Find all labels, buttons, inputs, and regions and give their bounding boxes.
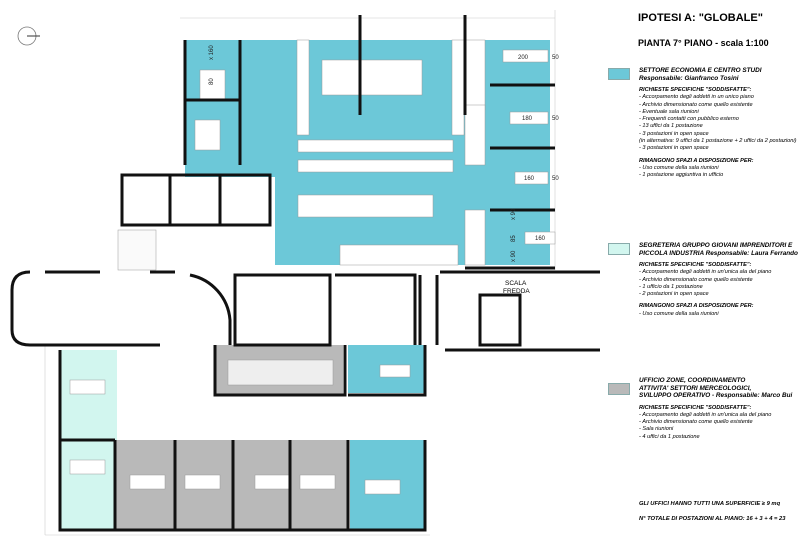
legend-line: RICHIESTE SPECIFICHE "SODDISFATTE": [639,262,752,268]
legend-line: 160 [535,236,546,242]
legend-line: - 1 ufficio da 1 postazione [639,283,703,290]
legend-line: - Archivio dimensionato come quello esis… [639,276,753,283]
walls [10,15,600,532]
legend-line: - 4 uffici da 1 postazione [639,433,700,440]
legend-zone: UFFICIO ZONE, COORDINAMENTO ATTIVITA' SE… [639,377,799,441]
legend-line: - Accorpamento degli addetti in un unico… [639,94,754,101]
legend-economia: SETTORE ECONOMIA E CENTRO STUDI Responsa… [639,67,799,180]
legend-line: SETTORE ECONOMIA E CENTRO STUDI [639,67,762,74]
legend-line: x 90 [511,208,517,220]
legend-line: - 13 uffici da 1 postazione [639,123,703,130]
legend-line: 50 [552,116,559,122]
facade-grid [44,10,556,536]
legend-swatch-economia [608,68,630,80]
legend-line: SEGRETERIA GRUPPO GIOVANI IMPRENDITORI E [639,242,793,249]
legend-line: PICCOLA INDUSTRIA Responsabile: Laura Fe… [639,249,798,257]
legend-segreteria: SEGRETERIA GRUPPO GIOVANI IMPRENDITORI E… [639,242,799,318]
legend-line: 85 [511,235,517,242]
north-arrow-icon [17,26,40,46]
legend-line: - 2 postazioni in open space [639,291,709,298]
floor-plan: 200 50 180 50 160 50 160 x 90 85 x 90 x … [10,10,600,536]
footer-note-total: N° TOTALE DI POSTAZIONI AL PIANO: 16 + 3… [639,516,786,522]
footer-note-area: GLI UFFICI HANNO TUTTI UNA SUPERFICIE ≥ … [639,501,781,507]
legend-line: (in alternativa: 9 uffici da 1 postazion… [639,138,797,145]
legend-line: - 3 postazioni in open space [639,145,709,152]
legend-line: 180 [522,116,533,122]
legend-line: - Uso comune della sala riunioni [639,164,719,171]
legend-line: UFFICIO ZONE, COORDINAMENTO [639,377,746,384]
legend-line: 80 [209,78,215,85]
stair-label: FREDDA [503,288,530,295]
legend-line: Responsabile: Gianfranco Tosini [639,74,739,82]
legend-line: - 3 postazioni in open space [639,130,709,137]
legend-line: - Uso comune della sala riunioni [639,310,719,317]
legend-line: - Eventuale sala riunioni [639,108,699,115]
legend-line: x 160 [209,45,215,60]
legend-line: RICHIESTE SPECIFICHE "SODDISFATTE": [639,404,752,411]
legend-line: - Sala riunioni [639,426,674,433]
legend-line: - 1 postazione aggiuntiva in ufficio [639,172,724,179]
stair-label: SCALA [505,280,527,287]
legend-line: RIMANGONO SPAZI A DISPOSIZIONE PER: [639,303,754,310]
legend-line: - Accorpamento degli addetti in un'unica… [639,411,772,418]
legend-line: 200 [518,55,529,61]
legend-line: 50 [552,176,559,182]
legend-line: 160 [524,176,535,182]
legend-line: RICHIESTE SPECIFICHE "SODDISFATTE": [639,87,752,93]
legend-line: 50 [552,55,559,61]
legend-line: - Archivio dimensionato come quello esis… [639,101,753,108]
legend-swatch-segreteria [608,243,630,255]
legend-line: x 90 [511,250,517,262]
dimensions: 200 50 180 50 160 50 160 x 90 85 x 90 x … [209,45,559,262]
legend-line: SVILUPPO OPERATIVO - Responsabile: Marco… [639,392,793,399]
sheet-subtitle: PIANTA 7° PIANO - scala 1:100 [638,38,769,48]
sheet-title: IPOTESI A: "GLOBALE" [638,12,763,24]
legend-line: RIMANGONO SPAZI A DISPOSIZIONE PER: [639,157,754,164]
legend-line: ATTIVITA' SETTORI MERCEOLOGICI, [639,384,752,392]
legend-line: - Frequenti contatti con pubblico estern… [639,116,739,123]
legend-line: - Accorpamento degli addetti in un'unica… [639,269,772,276]
legend-swatch-zone [608,383,630,395]
legend-line: - Archivio dimensionato come quello esis… [639,419,753,426]
furniture [69,39,556,495]
